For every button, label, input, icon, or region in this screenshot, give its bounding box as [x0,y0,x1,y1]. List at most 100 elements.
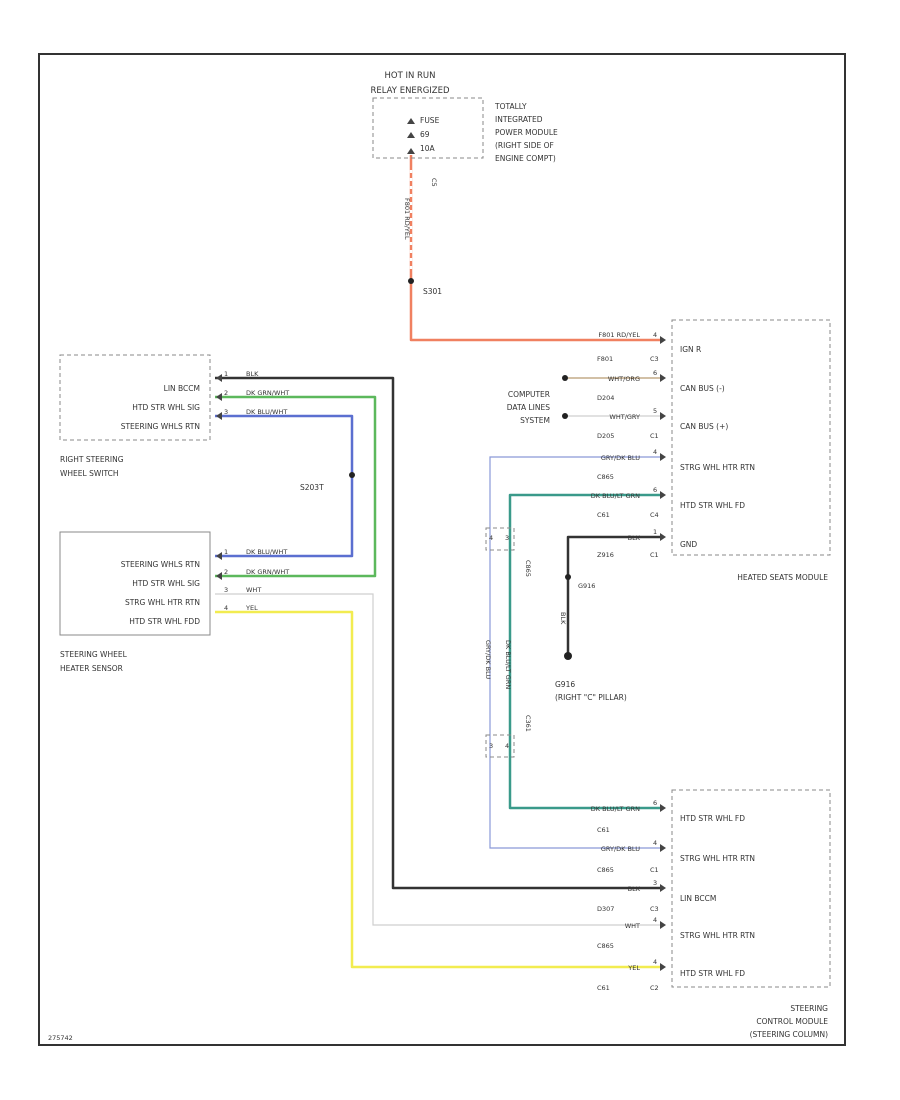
vert-conn-bot: C361 [524,715,532,732]
swhs-wire-0: DK BLU/WHT [246,548,287,556]
rsws-pinnum-1: 2 [224,389,228,397]
ground-name-0: G916 [555,680,575,689]
wire-blue-rtn [215,414,354,558]
scm-circuit-4: C61 [597,984,610,992]
scm-pin-3: STRG WHL HTR RTN [680,931,755,940]
vert-conn-top: C865 [524,560,532,577]
vert-pin-right-top: 3 [505,534,509,542]
hsm-circuit-2: D205 [597,432,614,440]
hsm-circuit-1: D204 [597,394,614,402]
scm-pin-0: HTD STR WHL FD [680,814,745,823]
power-wire-label: F801 RD/YEL [403,198,411,240]
wire-white-rtn [215,593,660,926]
scm-conn-4: C2 [650,984,659,992]
vert-pin-right-bot: 4 [505,742,509,750]
scm-pin-1: STRG WHL HTR RTN [680,854,755,863]
swhs-pin-2: STRG WHL HTR RTN [125,598,200,607]
swhs-name-0: STEERING WHEEL [60,650,128,659]
scm-pinnum-2: 3 [653,879,657,887]
scm-circuit-0: C61 [597,826,610,834]
can-neg-terminal [562,375,568,381]
wire-red-feed [409,155,660,342]
splice-s301 [408,278,414,284]
wire-green-sig [215,395,377,578]
swhs-wire-2: WHT [246,586,261,594]
module-label-0: TOTALLY [494,102,527,111]
rsws-wire-0: BLK [246,370,259,378]
rsws-wire-1: DK GRN/WHT [246,389,289,397]
ground-splice-label: G916 [578,582,595,590]
right-steering-wheel-switch-box [59,354,211,441]
figure-id: 275742 [48,1034,73,1042]
hsm-pinnum-4: 6 [653,486,657,494]
inline-connector-c865 [485,527,515,551]
hsm-conn-0: C3 [650,355,659,363]
hsm-wire-1: WHT/ORG [608,375,640,383]
scm-conn-2: C3 [650,905,659,913]
hsm-pin-4: HTD STR WHL FD [680,501,745,510]
scm-wire-1: GRY/DK BLU [601,845,640,853]
hsm-pinnum-1: 6 [653,369,657,377]
hsm-pin-0: IGN R [680,345,701,354]
hsm-pin-1: CAN BUS (-) [680,384,725,393]
vert-pin-left-bot: 3 [489,742,493,750]
hsm-circuit-4: C61 [597,511,610,519]
hsm-wire-4: DK BLU/LT GRN [591,492,640,500]
rsws-pinnum-0: 1 [224,370,228,378]
hsm-circuit-5: Z916 [597,551,614,559]
swhs-pin-1: HTD STR WHL SIG [132,579,200,588]
rsws-wire-2: DK BLU/WHT [246,408,287,416]
hsm-wire-2: WHT/GRY [609,413,640,421]
hsm-circuit-3: C865 [597,473,614,481]
scm-pinnum-0: 6 [653,799,657,807]
module-label-4: ENGINE COMPT) [495,154,556,163]
wire-gry-dkblu [489,456,660,849]
scm-wire-4: YEL [627,964,640,972]
ground-name-1: (RIGHT "C" PILLAR) [555,693,627,702]
scm-pinnum-3: 4 [653,916,657,924]
wire-dkblu-ltgrn [508,493,660,810]
hsm-conn-2: C1 [650,432,659,440]
hsm-wire-5: BLK [628,534,641,542]
vert-left-wire: GRY/DK BLU [484,640,492,679]
module-pin-arrows [216,118,666,971]
steering-wheel-heater-sensor-box [59,531,211,636]
swhs-wire-1: DK GRN/WHT [246,568,289,576]
scm-pin-2: LIN BCCM [680,894,716,903]
heated-seats-module-box [671,319,831,556]
hsm-pin-3: STRG WHL HTR RTN [680,463,755,472]
scm-wire-0: DK BLU/LT GRN [591,805,640,813]
vert-pin-left-top: 4 [489,534,493,542]
scm-name-2: (STEERING COLUMN) [750,1030,828,1039]
fuse-label-2: 10A [420,144,436,153]
hsm-circuit-0: F801 [597,355,613,363]
swhs-name-1: HEATER SENSOR [60,664,123,673]
swhs-pinnum-0: 1 [224,548,228,556]
rsws-pin-0: LIN BCCM [164,384,200,393]
swhs-pinnum-3: 4 [224,604,228,612]
splice-s203t-label: S203T [300,483,324,492]
wire-yellow-fd [215,610,660,969]
hsm-conn-4: C4 [650,511,659,519]
swhs-wire-3: YEL [245,604,258,612]
swhs-pinnum-2: 3 [224,586,228,594]
scm-conn-1: C1 [650,866,659,874]
hsm-wire-0: F801 RD/YEL [598,331,640,339]
swhs-pin-0: STEERING WHLS RTN [121,560,200,569]
splice-s301-label: S301 [423,287,442,296]
ground-wire-label: BLK [559,612,567,625]
hsm-pinnum-0: 4 [653,331,657,339]
hsm-wire-3: GRY/DK BLU [601,454,640,462]
scm-circuit-1: C865 [597,866,614,874]
rsws-name-1: WHEEL SWITCH [60,469,119,478]
scm-circuit-3: C865 [597,942,614,950]
scm-name-1: CONTROL MODULE [756,1017,828,1026]
power-pin: C5 [430,178,438,187]
scm-circuit-2: D307 [597,905,614,913]
power-line1: HOT IN RUN [384,71,435,81]
power-line2: RELAY ENERGIZED [370,86,450,96]
rsws-name-0: RIGHT STEERING [60,455,124,464]
swhs-pinnum-1: 2 [224,568,228,576]
swhs-pin-3: HTD STR WHL FDD [129,617,200,626]
